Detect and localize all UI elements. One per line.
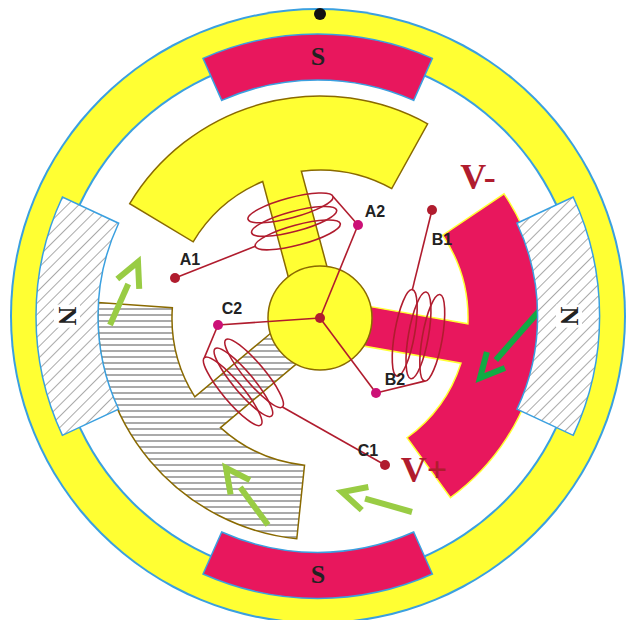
coil-winding [401, 290, 436, 380]
terminal-label: B2 [385, 372, 405, 388]
index-dot [314, 8, 326, 20]
pole-letter: S [311, 44, 325, 70]
north-magnet: N [34, 195, 121, 437]
flux-arrowhead [480, 352, 505, 378]
coil-winding [387, 288, 422, 378]
stator-hub [268, 266, 372, 370]
pole-letter: N [54, 305, 80, 328]
terminal-label: A2 [365, 204, 385, 220]
coil-lead [282, 407, 385, 465]
flux-arrow [496, 310, 540, 360]
flux-arrow [110, 284, 128, 325]
south-magnet: S [201, 32, 434, 102]
star-connection [218, 318, 320, 325]
air-gap [56, 54, 580, 578]
flux-arrowhead [226, 468, 250, 494]
flux-arrow [365, 499, 412, 512]
coil-lead [204, 325, 218, 358]
terminal-dot [170, 273, 180, 283]
terminal-dot [371, 388, 381, 398]
supply-label: V+ [401, 452, 448, 488]
magnet-shape [517, 197, 600, 435]
terminal-dot [353, 220, 363, 230]
flux-arrowhead [117, 262, 139, 289]
flux-arrowhead [342, 487, 368, 510]
south-magnet: S [201, 530, 434, 600]
magnet-shape [203, 532, 432, 598]
coil-lead [412, 210, 432, 290]
terminal-dot [380, 460, 390, 470]
coil-winding [415, 293, 450, 383]
coil-winding [197, 351, 269, 431]
terminal-label: C2 [222, 301, 242, 317]
stator-tooth [359, 194, 542, 498]
windings [170, 187, 450, 470]
flux-arrow [240, 487, 268, 525]
terminal-label: C1 [358, 443, 378, 459]
magnet-shape [203, 34, 432, 100]
terminal-dot [427, 205, 437, 215]
coil-lead [175, 246, 255, 278]
terminal-label: A1 [180, 252, 200, 268]
housing-outline [10, 8, 626, 620]
terminal-dot [213, 320, 223, 330]
magnet-shape [36, 197, 119, 435]
hub-fill [274, 272, 366, 364]
coil-winding [245, 187, 335, 229]
ring-inner-edge [54, 52, 582, 580]
stator [98, 96, 542, 539]
pole-letter: S [311, 562, 325, 588]
pole-letter: N [556, 305, 582, 328]
coil-lead [333, 196, 358, 225]
terminal-label: B1 [432, 232, 452, 248]
star-connection [320, 225, 358, 318]
coil-winding [207, 342, 279, 422]
flux-arrows [110, 262, 540, 525]
star-connection [320, 318, 376, 393]
rotor-ring [12, 10, 624, 620]
supply-label: V- [460, 159, 495, 195]
star-point [315, 313, 325, 323]
north-magnet: N [515, 195, 602, 437]
stator-tooth [130, 96, 428, 281]
